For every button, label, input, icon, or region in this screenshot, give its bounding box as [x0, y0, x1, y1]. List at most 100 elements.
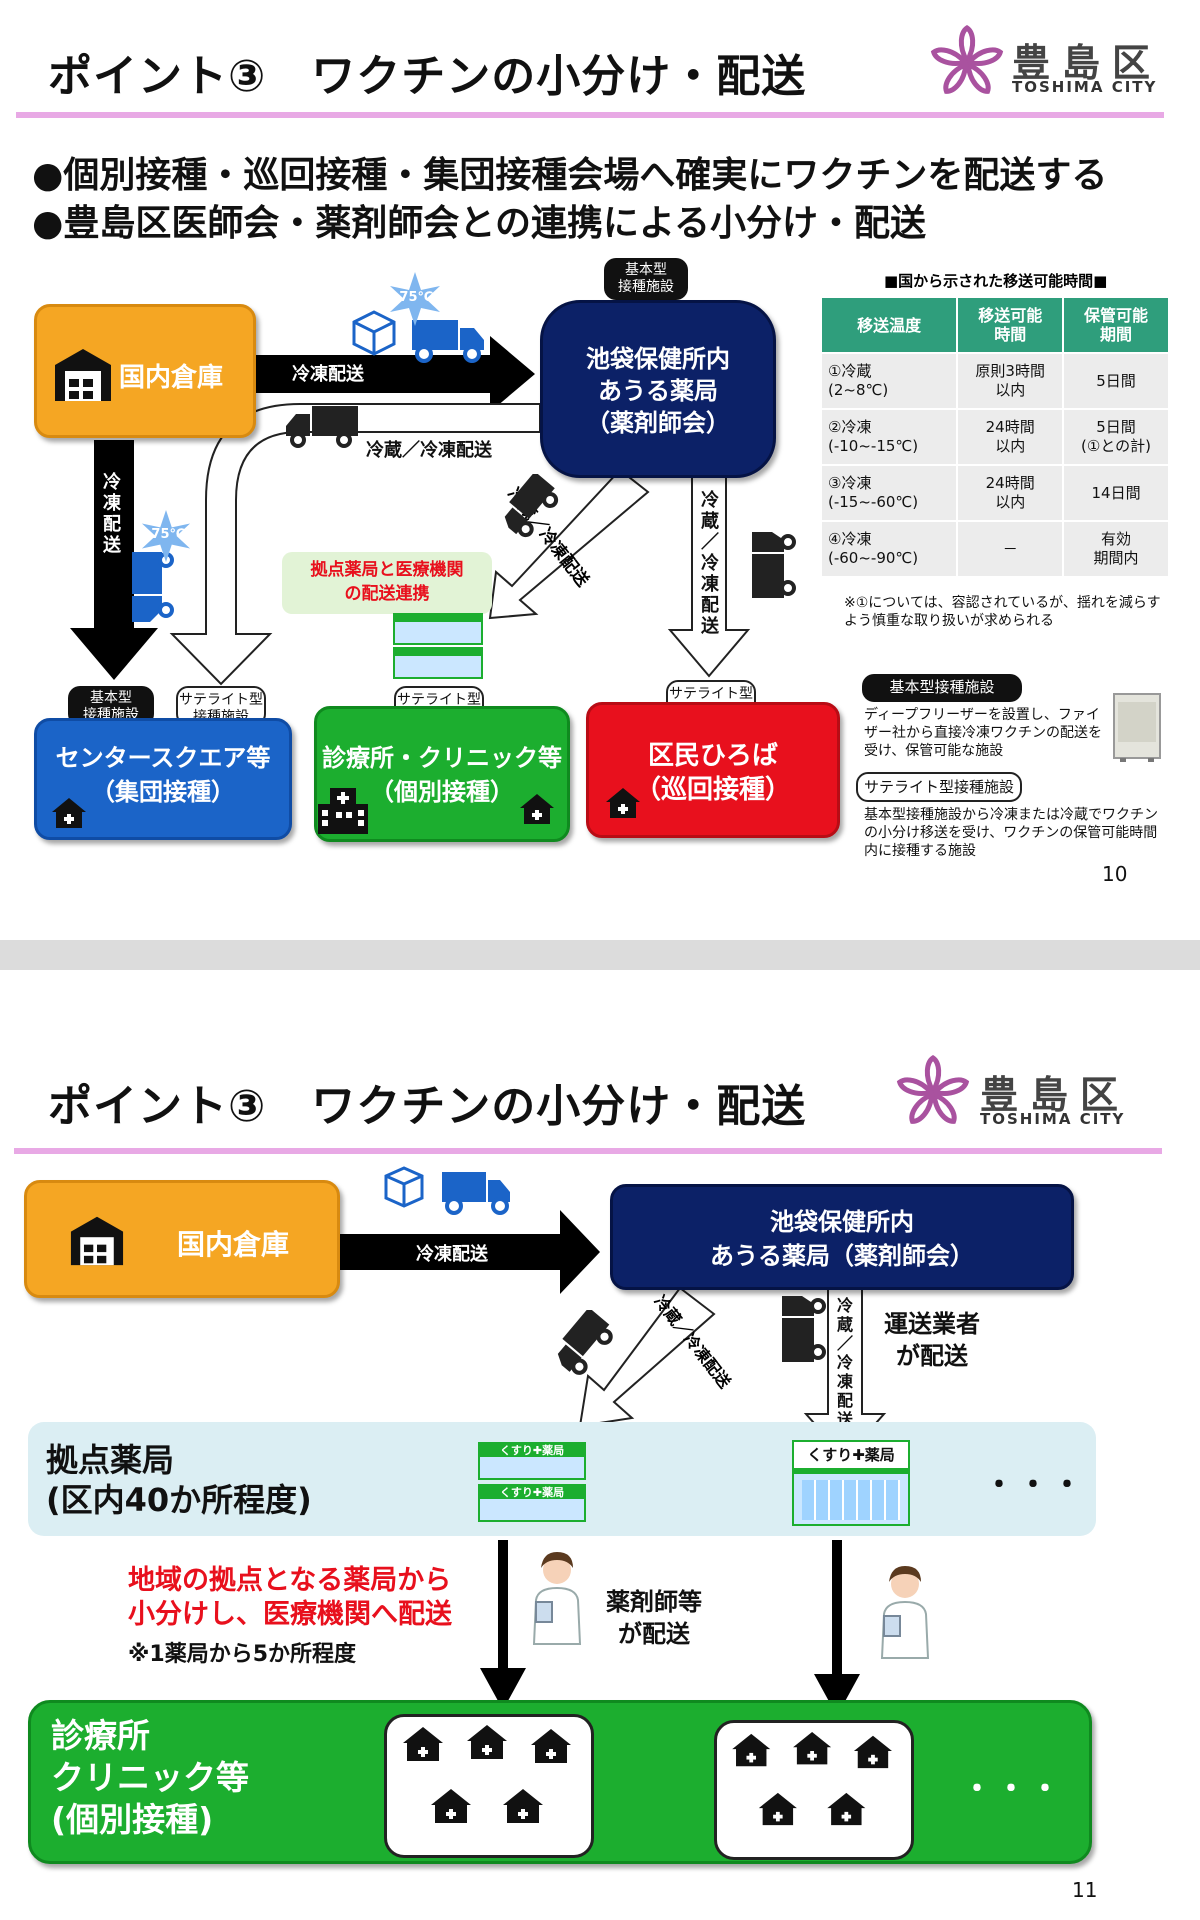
vertical-frozen-label: 冷凍配送	[103, 472, 121, 556]
pharmacist-icon	[880, 1566, 930, 1659]
legend-basic-tag: 基本型接種施設	[862, 674, 1022, 702]
flow-arrows	[336, 1210, 887, 1716]
logo-kanji: 豊島区	[1012, 41, 1163, 85]
table-cell: ③冷凍 (-15~-60℃)	[819, 464, 959, 522]
slide-title: ポイント③ ワクチンの小分け・配送	[48, 51, 807, 102]
title-rule	[14, 1148, 1162, 1154]
delivery-truck-icon	[352, 310, 484, 363]
hub-pharmacy-label: 拠点薬局 (区内40か所程度)	[46, 1441, 312, 1519]
table-cell: 24時間 以内	[956, 408, 1065, 466]
clinic-group	[384, 1714, 594, 1858]
red-note: 地域の拠点となる薬局から 小分けし、医療機関へ配送	[128, 1565, 452, 1630]
bullet-2: ●豊島区医師会・薬剤師会との連携による小分け・配送	[32, 203, 926, 244]
truck-icon	[286, 406, 358, 448]
page-number: 11	[1072, 1878, 1098, 1902]
warehouse-icon	[70, 1216, 124, 1266]
table-cell: 5日間 (①との計)	[1062, 408, 1170, 466]
warehouse-label: 国内倉庫	[177, 1228, 290, 1261]
center-square-box: センタースクエア等 （集団接種）	[34, 718, 292, 840]
arrow-hub-to-plaza	[667, 469, 751, 678]
table-cell: 5日間	[1062, 352, 1170, 410]
toshima-logo: 豊島区 TOSHIMA CITY	[888, 1050, 1188, 1140]
snow-star-icon	[390, 272, 440, 326]
temp-badge-2: -75℃	[140, 510, 192, 562]
toshima-logo: 豊島区 TOSHIMA CITY	[922, 20, 1192, 110]
label-frozen-delivery: 冷凍配送	[292, 364, 364, 385]
arrow-hub-to-clinic	[488, 468, 650, 620]
truck-vertical-icon	[782, 1296, 826, 1362]
arrow-warehouse-to-center	[70, 440, 158, 680]
table-cell: ④冷凍 (-60~-90℃)	[819, 520, 959, 578]
legend-satellite-tag: サテライト型接種施設	[856, 772, 1022, 802]
vertical-cold-frozen-label: 冷蔵／冷凍配送	[701, 490, 719, 637]
warehouse-icon	[55, 349, 111, 401]
title-rule	[16, 112, 1164, 118]
table-cell: 24時間 以内	[956, 464, 1065, 522]
pharmacy-icon: くすり✚薬局	[478, 1484, 586, 1522]
slide-title: ポイント③ ワクチンの小分け・配送	[48, 1081, 807, 1132]
transport-time-table: 移送温度 移送可能 時間 保管可能 期間 ①冷蔵 (2~8℃) 原則3時間 以内…	[819, 296, 1170, 578]
sakura-flower-icon	[930, 24, 1004, 94]
delivery-truck-icon	[384, 1166, 510, 1215]
table-cell: 14日間	[1062, 464, 1170, 522]
vertical-cold-frozen-label: 冷蔵／冷凍配送	[836, 1296, 853, 1429]
page-number: 10	[1102, 862, 1128, 886]
logo-romaji: TOSHIMA CITY	[1012, 78, 1158, 96]
pharmacist-label: 薬剤師等 が配送	[606, 1588, 702, 1648]
hub-box: 池袋保健所内 あうる薬局（薬剤師会）	[610, 1184, 1074, 1290]
pharmacy-icon: くすり✚薬局	[478, 1442, 586, 1480]
arrow-warehouse-to-hub	[336, 1210, 600, 1294]
table-cell: －	[956, 520, 1065, 578]
slide-11: ポイント③ ワクチンの小分け・配送 豊島区 TOSHIMA CITY	[0, 970, 1200, 1920]
table-cell: ①冷蔵 (2~8℃)	[819, 352, 959, 410]
clinic-label: 診療所 クリニック等 (個別接種)	[51, 1716, 249, 1839]
sakura-flower-icon	[896, 1054, 970, 1124]
logo-kanji: 豊島区	[980, 1073, 1131, 1117]
temp-badge: -75℃	[388, 272, 442, 326]
label-cold-frozen-delivery: 冷蔵／冷凍配送	[366, 440, 492, 461]
pharmacy-icon	[393, 613, 483, 679]
legend-basic-desc: ディープフリーザーを設置し、ファイザー社から直接冷凍ワクチンの配送を受け、保管可…	[864, 707, 1102, 759]
pharmacy-icon: くすり✚薬局	[792, 1440, 910, 1526]
clinic-houses-icon	[403, 1725, 571, 1823]
truck-vertical-icon-2	[752, 532, 796, 598]
ellipsis: ・・・	[984, 1468, 1086, 1503]
truck-diag-icon	[504, 474, 559, 538]
pharmacy-stack: くすり✚薬局 くすり✚薬局	[478, 1442, 586, 1522]
table-cell: 有効 期間内	[1062, 520, 1170, 578]
table-title: ■国から示された移送可能時間■	[884, 272, 1108, 290]
slide-10: ポイント③ ワクチンの小分け・配送 豊島区 TOSHIMA CITY ●個別接種…	[0, 0, 1200, 940]
hospital-icon	[318, 788, 368, 834]
warehouse-box: 国内倉庫	[24, 1180, 340, 1298]
warehouse-label: 国内倉庫	[119, 363, 224, 393]
house-plus-icon	[52, 798, 86, 828]
house-plus-icon	[606, 788, 640, 818]
label-frozen-delivery: 冷凍配送	[416, 1244, 488, 1265]
arrow-pharmacy-to-clinic-2	[814, 1540, 860, 1716]
pharmacy-coop-label: 拠点薬局と医療機関 の配送連携	[282, 552, 492, 614]
table-header: 移送可能 時間	[956, 296, 1065, 354]
pharmacist-icon	[532, 1552, 582, 1645]
warehouse-box: 国内倉庫	[34, 304, 256, 438]
table-cell: ②冷凍 (-10~-15℃)	[819, 408, 959, 466]
truck-diag-icon	[557, 1310, 613, 1375]
table-cell: 原則3時間 以内	[956, 352, 1065, 410]
table-header: 移送温度	[819, 296, 959, 354]
house-plus-icon	[520, 794, 554, 824]
note: ※1薬局から5か所程度	[128, 1642, 357, 1667]
carrier-label: 運送業者 が配送	[884, 1310, 980, 1370]
arrow-pharmacy-to-clinic	[480, 1540, 526, 1710]
clinic-group-2	[714, 1720, 914, 1860]
table-note: ※①については、容認されているが、揺れを減らすよう慎重な取り扱いが求められる	[844, 595, 1161, 629]
hub-box: 池袋保健所内 あうる薬局 （薬剤師会）	[540, 300, 776, 478]
clinic-houses-icon	[732, 1731, 892, 1826]
legend-satellite-desc: 基本型接種施設から冷凍または冷蔵でワクチンの小分け移送を受け、ワクチンの保管可能…	[864, 807, 1158, 859]
hub-type-tag: 基本型 接種施設	[604, 258, 688, 300]
bullet-1: ●個別接種・巡回接種・集団接種会場へ確実にワクチンを配送する	[32, 155, 1108, 196]
arrow-hub-to-center	[169, 403, 541, 686]
ellipsis: ・・・	[962, 1772, 1064, 1807]
logo-romaji: TOSHIMA CITY	[980, 1110, 1126, 1128]
freezer-icon	[1113, 693, 1161, 762]
table-header: 保管可能 期間	[1062, 296, 1170, 354]
truck-vertical-icon	[132, 552, 174, 622]
